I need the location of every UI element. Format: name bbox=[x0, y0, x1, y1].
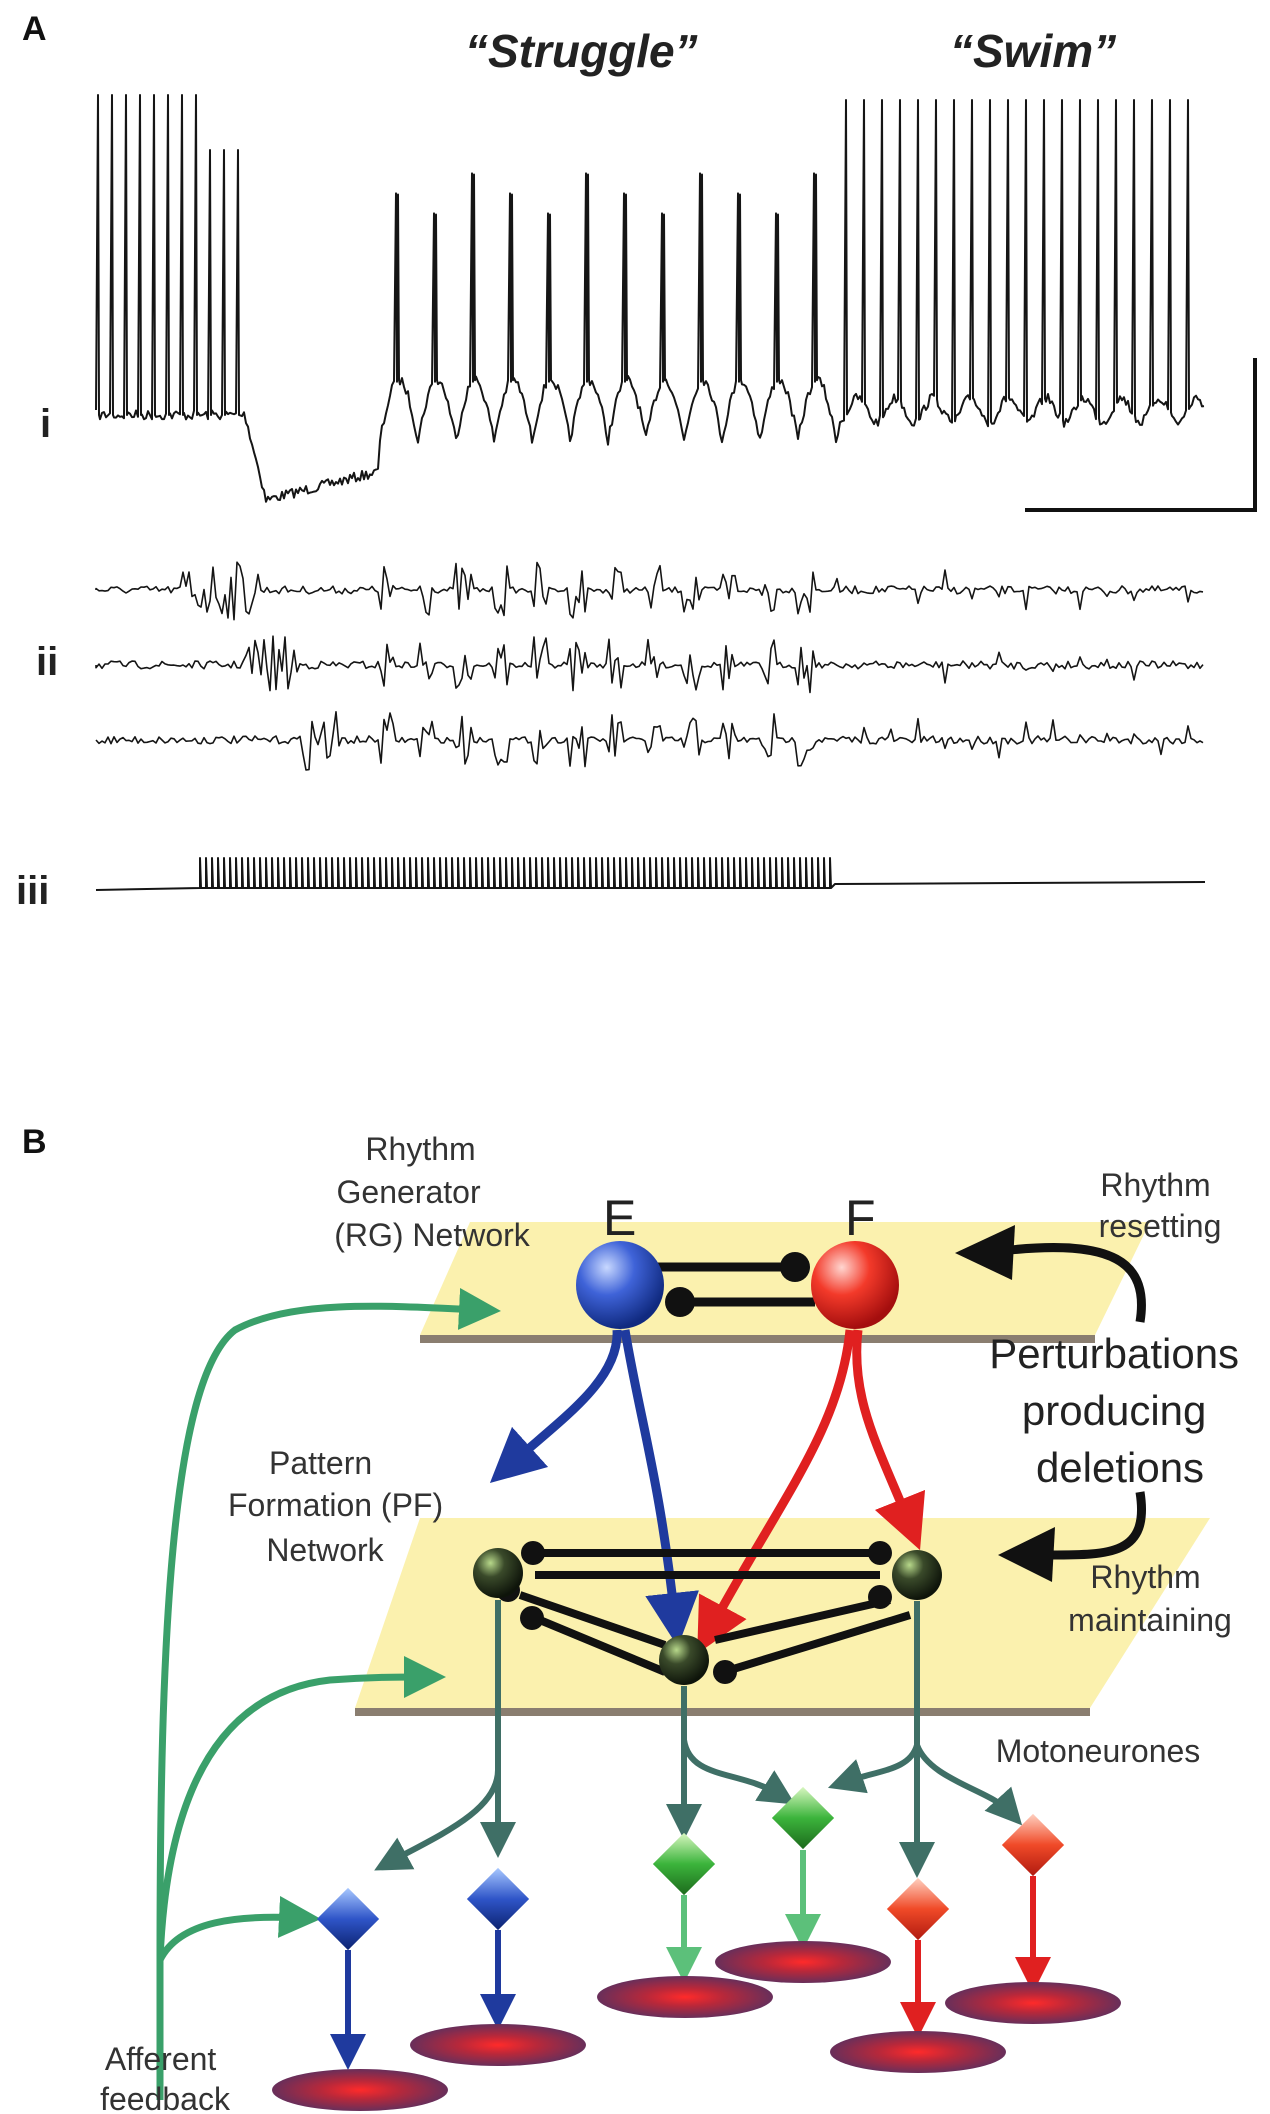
afferent-feedback-label: Afferent feedback bbox=[100, 2041, 231, 2114]
extensor-motoneurone-2 bbox=[466, 1867, 530, 1931]
stimulus-trace-line bbox=[95, 857, 1206, 891]
pf-network-label: Pattern Formation (PF) Network bbox=[228, 1445, 452, 1568]
struggle-label: “Struggle” bbox=[465, 25, 698, 77]
ventral-root-trace-1 bbox=[95, 561, 1204, 621]
flexor-muscle-1 bbox=[830, 2031, 1006, 2073]
maintaining-curve bbox=[1049, 1491, 1146, 1560]
trace-label-ii: ii bbox=[36, 640, 58, 684]
flexor-related-motoneurone-1 bbox=[652, 1832, 716, 1896]
motoneurones-label: Motoneurones bbox=[996, 1733, 1201, 1769]
flexor-related-muscle-2 bbox=[715, 1941, 891, 1983]
flexor-related-motoneurone-2 bbox=[771, 1786, 835, 1850]
swim-label: “Swim” bbox=[950, 25, 1116, 77]
flexor-rg-neuron bbox=[811, 1241, 899, 1329]
extensor-rg-neuron bbox=[576, 1241, 664, 1329]
afferent-feedback-paths bbox=[156, 1287, 501, 2100]
trace-label-iii: iii bbox=[16, 869, 49, 913]
trace-label-i: i bbox=[40, 402, 51, 446]
pf-neuron-left bbox=[473, 1548, 523, 1598]
flexor-muscle-2 bbox=[945, 1982, 1121, 2024]
panel-a-letter: A bbox=[22, 10, 47, 48]
neuron-e-label: E bbox=[603, 1190, 636, 1246]
ventral-root-trace-3 bbox=[95, 711, 1204, 771]
e-to-f-synapse bbox=[780, 1252, 810, 1282]
resetting-arrowhead bbox=[955, 1225, 1015, 1280]
intracellular-trace-line bbox=[95, 94, 1205, 503]
extensor-motoneurone-1 bbox=[316, 1887, 380, 1951]
extensor-muscle-1 bbox=[272, 2069, 448, 2111]
rhythm-maintaining-label: Rhythm maintaining bbox=[1068, 1559, 1232, 1638]
motoneurone-to-muscle-paths bbox=[330, 1850, 1051, 2070]
f-to-e-synapse bbox=[665, 1287, 695, 1317]
pf-to-motoneurone-paths bbox=[374, 1600, 1023, 1878]
flexor-motoneurone-1 bbox=[886, 1877, 950, 1941]
e-to-pf-left-arrow bbox=[489, 1329, 622, 1484]
maintaining-arrowhead bbox=[998, 1527, 1055, 1582]
panel-b-letter: B bbox=[22, 1123, 47, 1161]
rg-network-label: Rhythm Generator (RG) Network bbox=[334, 1131, 531, 1253]
neuron-f-label: F bbox=[845, 1190, 876, 1246]
stimulus-trace bbox=[95, 857, 1206, 891]
pf-neuron-middle bbox=[659, 1635, 709, 1685]
pf-neuron-right bbox=[892, 1550, 942, 1600]
f-to-pf-mid-arrow bbox=[697, 1329, 855, 1654]
ventral-root-trace-2 bbox=[95, 635, 1204, 694]
perturbations-label: Perturbations producing deletions bbox=[989, 1330, 1250, 1491]
scale-bar bbox=[1025, 358, 1257, 512]
pf-inhibitory-connections bbox=[518, 1549, 912, 1676]
resetting-curve bbox=[1009, 1243, 1146, 1323]
flexor-related-muscle-1 bbox=[597, 1976, 773, 2018]
extensor-muscle-2 bbox=[410, 2024, 586, 2066]
e-to-pf-mid-arrow bbox=[620, 1329, 699, 1647]
intracellular-trace bbox=[95, 94, 1205, 503]
ventral-root-traces bbox=[95, 561, 1204, 771]
f-to-pf-right-arrow bbox=[852, 1329, 926, 1551]
pf-platform bbox=[355, 1518, 1210, 1708]
flexor-motoneurone-2 bbox=[1001, 1813, 1065, 1877]
rhythm-resetting-label: Rhythm resetting bbox=[1099, 1167, 1222, 1244]
